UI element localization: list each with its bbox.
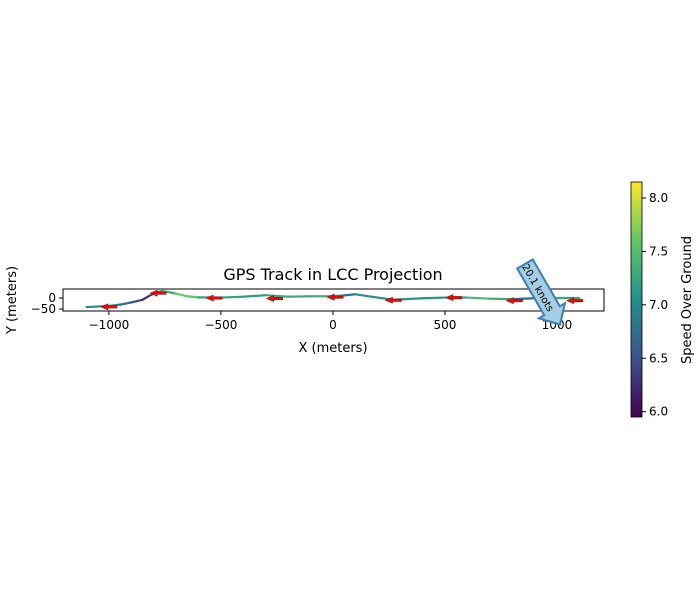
x-tick-label: −500 xyxy=(204,318,237,332)
colorbar-ticks: 6.0 6.5 7.0 7.5 8.0 xyxy=(642,191,668,419)
track-segment xyxy=(141,294,151,301)
colorbar-tick-label: 7.0 xyxy=(649,298,668,312)
y-tick-label: 0 xyxy=(48,291,56,305)
heading-arrow xyxy=(326,293,344,301)
y-axis-label: Y (meters) xyxy=(5,266,20,335)
heading-arrow xyxy=(505,297,523,305)
heading-arrow xyxy=(445,294,463,302)
track-segment xyxy=(175,292,189,298)
heading-arrow xyxy=(265,295,283,302)
colorbar-tick-label: 7.5 xyxy=(649,244,668,258)
heading-arrow xyxy=(566,297,584,305)
colorbar-tick-label: 6.0 xyxy=(649,405,668,419)
track-segment xyxy=(466,296,491,300)
axes-frame xyxy=(62,288,605,312)
track-line xyxy=(85,289,581,309)
heading-arrow xyxy=(149,289,167,297)
y-axis: 0−50 xyxy=(31,291,63,316)
colorbar-tick-label: 6.5 xyxy=(649,351,668,365)
track-segment xyxy=(354,293,379,299)
heading-arrow xyxy=(205,294,223,302)
heading-arrow xyxy=(100,303,118,311)
track-segment xyxy=(186,295,200,299)
x-axis-label: X (meters) xyxy=(298,341,367,356)
track-segment xyxy=(219,295,245,299)
x-tick-label: −1000 xyxy=(89,318,130,332)
x-tick-label: 0 xyxy=(329,318,337,332)
heading-arrow xyxy=(384,296,402,304)
colorbar-label: Speed Over Ground xyxy=(680,236,695,364)
track-segment xyxy=(264,294,290,298)
track-segment xyxy=(242,294,267,298)
track-segment xyxy=(421,296,447,300)
y-tick-label: −50 xyxy=(31,302,56,316)
track-segment xyxy=(161,289,178,295)
track-segment xyxy=(511,297,536,301)
track-segment xyxy=(130,298,144,304)
annotation-arrow-box xyxy=(515,258,567,326)
chart-title: GPS Track in LCC Projection xyxy=(223,265,442,284)
x-tick-label: 500 xyxy=(433,318,456,332)
track-segment xyxy=(343,293,357,297)
colorbar xyxy=(630,181,643,418)
heading-arrows xyxy=(100,289,584,311)
colorbar-tick-label: 8.0 xyxy=(649,191,668,205)
track-segment xyxy=(119,301,133,306)
